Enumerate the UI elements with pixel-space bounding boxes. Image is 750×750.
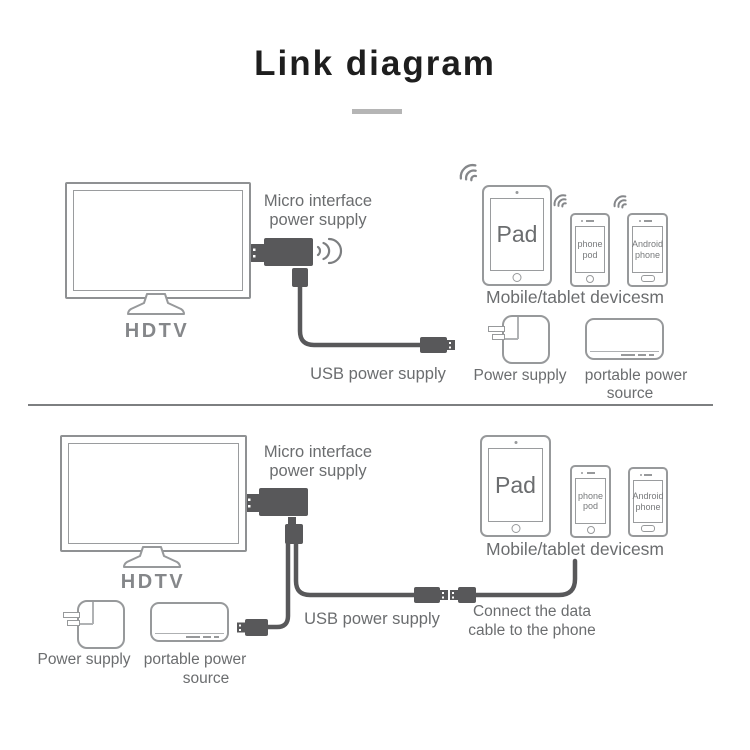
camera-dot-icon — [515, 191, 519, 194]
home-button-icon — [586, 275, 594, 283]
micro-usb-connector-icon — [285, 517, 303, 544]
usb-cable — [297, 283, 424, 348]
wifi-signal-icon — [553, 194, 567, 208]
tv-stand-icon — [123, 546, 181, 568]
phone-pod-label-line2: pod — [582, 501, 599, 511]
plug-prong-icon — [63, 612, 80, 618]
iphone-icon: phone pod — [570, 213, 610, 287]
charger-seam — [92, 602, 94, 624]
speaker-icon — [644, 474, 652, 476]
phone-screen: phone pod — [575, 478, 606, 524]
camera-dot-icon — [639, 219, 641, 222]
page-title: Link diagram — [254, 44, 496, 83]
camera-dot-icon — [640, 473, 642, 476]
wifi-signal-icon — [459, 163, 478, 182]
tv-stand-icon — [127, 293, 185, 315]
hdtv-label: HDTV — [124, 320, 190, 342]
power-bank-icon — [585, 318, 664, 360]
tablet-icon: Pad — [482, 185, 552, 286]
iphone-icon: phone pod — [570, 465, 611, 538]
charger-seam — [504, 338, 518, 340]
micro-interface-label-line1: Micro interface — [263, 443, 373, 461]
usb-power-cable — [293, 540, 417, 598]
charger-seam — [79, 623, 93, 625]
usb-plug-icon — [414, 587, 448, 603]
phone-screen: phone pod — [575, 226, 605, 273]
wall-charger-icon — [502, 315, 550, 364]
camera-dot-icon — [514, 441, 517, 444]
phone-pod-label-line1: phone — [577, 239, 603, 250]
charger-seam — [517, 317, 519, 339]
phone-pod-label-line2: pod — [582, 249, 598, 260]
wall-charger-icon — [77, 600, 125, 649]
usb-power-cable — [265, 540, 291, 630]
speaker-icon — [586, 472, 595, 474]
phone-screen: Android phone — [632, 480, 664, 523]
section-divider — [28, 404, 713, 406]
usb-power-supply-label: USB power supply — [304, 610, 440, 628]
plug-prong-icon — [492, 334, 505, 340]
phone-pod-label-line1: phone — [577, 490, 604, 501]
connect-data-label-line2: cable to the phone — [468, 622, 596, 639]
mobile-tablet-devices-label: Mobile/tablet devicesm — [486, 539, 664, 559]
title-underline — [352, 109, 402, 114]
usb-power-supply-label: USB power supply — [310, 365, 446, 383]
tablet-icon: Pad — [480, 435, 551, 537]
tablet-screen: Pad — [490, 198, 544, 271]
wifi-signal-icon — [613, 195, 627, 209]
wifi-dongle-icon — [245, 488, 308, 516]
power-supply-label: Power supply — [473, 367, 567, 384]
camera-dot-icon — [581, 219, 583, 222]
micro-usb-connector-icon — [292, 268, 308, 287]
portable-power-label-line1: portable power — [584, 367, 688, 384]
pad-label: Pad — [496, 221, 538, 247]
micro-interface-label-line2: power supply — [269, 462, 367, 480]
usb-plug-icon — [450, 587, 476, 603]
data-cable — [473, 558, 578, 598]
usb-plug-icon — [237, 619, 268, 636]
hdtv-label: HDTV — [120, 571, 186, 593]
android-label-line2: phone — [635, 501, 661, 512]
plug-prong-icon — [67, 620, 80, 626]
pad-label: Pad — [495, 471, 536, 498]
power-bank-ports-icon — [621, 353, 654, 356]
android-label-line1: Android — [631, 239, 664, 250]
usb-plug-icon — [420, 337, 455, 353]
home-button-icon — [586, 526, 595, 534]
android-phone-icon: Android phone — [628, 467, 668, 537]
hdtv-monitor-icon — [65, 182, 251, 299]
android-phone-icon: Android phone — [627, 213, 668, 287]
power-bank-ports-icon — [186, 635, 219, 638]
android-label-line1: Android — [632, 491, 664, 502]
tv-screen — [68, 443, 239, 544]
portable-power-label-line2: source — [606, 385, 654, 402]
android-label-line2: phone — [634, 249, 661, 260]
camera-dot-icon — [581, 471, 583, 474]
home-button-icon — [641, 525, 655, 532]
speaker-icon — [643, 220, 652, 222]
wifi-waves-icon — [316, 237, 343, 265]
plug-prong-icon — [488, 326, 505, 332]
phone-screen: Android phone — [632, 226, 663, 273]
portable-power-label-line1: portable power — [143, 651, 247, 668]
wifi-dongle-icon — [250, 238, 313, 266]
hdtv-monitor-icon — [60, 435, 247, 552]
home-button-icon — [640, 275, 655, 282]
micro-interface-label-line1: Micro interface — [263, 192, 373, 210]
tablet-screen: Pad — [488, 448, 543, 522]
connect-data-label-line1: Connect the data — [472, 603, 592, 620]
power-bank-edge — [590, 350, 659, 352]
tv-screen — [73, 190, 243, 291]
home-button-icon — [511, 524, 520, 533]
micro-interface-label-line2: power supply — [269, 211, 367, 229]
speaker-icon — [586, 220, 594, 222]
home-button-icon — [512, 273, 522, 282]
power-bank-icon — [150, 602, 229, 642]
mobile-tablet-devices-label: Mobile/tablet devicesm — [486, 287, 664, 307]
portable-power-label-line2: source — [182, 670, 230, 687]
power-bank-edge — [155, 632, 224, 634]
power-supply-label: Power supply — [37, 651, 131, 668]
